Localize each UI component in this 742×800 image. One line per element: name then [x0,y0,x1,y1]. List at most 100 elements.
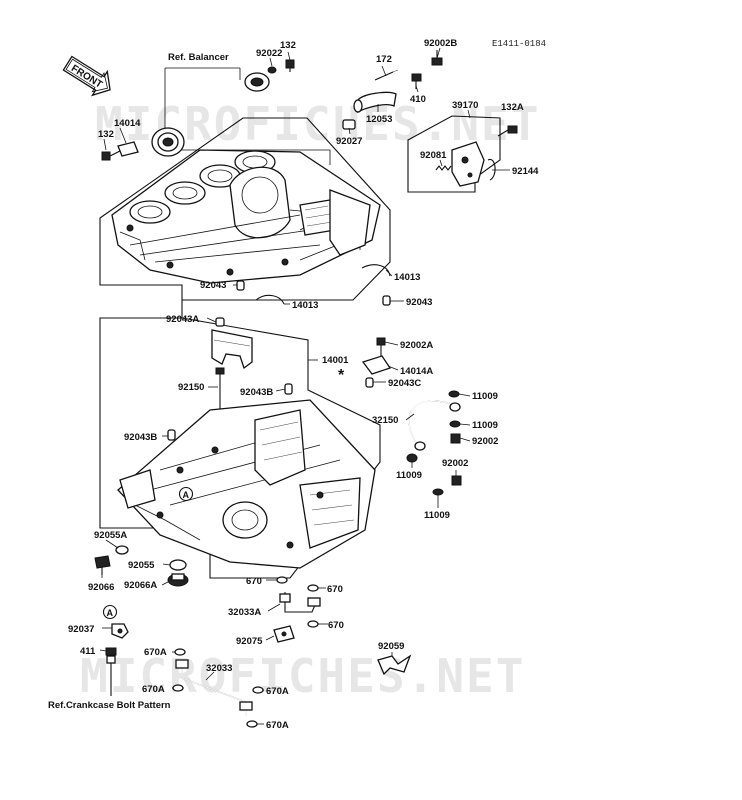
oring-92055 [169,559,187,571]
dowel-92043B-upper [284,383,293,395]
watermark-bottom: MICROFICHES.NET [80,649,525,703]
breather-pipe-12053 [353,91,397,114]
bolt-132-left [101,150,121,161]
label-92002-b: 92002 [442,458,468,469]
plug-92066A [167,573,189,587]
bracket-92075 [273,625,295,643]
plate-14014 [117,141,139,157]
label-92043A: 92043A [166,314,199,325]
oring-670A-2 [172,684,184,692]
label-14014: 14014 [114,118,141,129]
spring-92081 [435,165,452,171]
oil-pipe-32033 [175,659,253,716]
label-92043B-a: 92043B [240,387,273,398]
main-bearing-cap [211,317,253,370]
label-92043B-b: 92043B [124,432,157,443]
front-arrow-icon: FRONT [62,55,111,97]
label-92144: 92144 [512,166,539,177]
label-172: 172 [376,54,392,65]
oring-670A-1 [174,648,186,656]
part-labels: 132 92022 172 92002B 410 14014 132 12053… [48,38,539,731]
bolt-92150 [215,367,225,410]
pin-172 [374,69,399,81]
label-39170: 39170 [452,100,478,111]
svg-text:A: A [183,490,190,500]
washer-92055A [115,545,129,555]
label-32150: 32150 [372,415,398,426]
clamp-92037 [111,623,129,639]
upper-crankcase-body [111,149,381,284]
oring-670-a [276,576,288,584]
oring-670A-3 [252,686,264,694]
marker-a-bolt: A [102,604,118,620]
plate-14014A [361,355,392,375]
label-32033: 32033 [206,663,232,674]
dowel-92043-right [382,295,391,306]
label-670-a: 670 [246,576,262,587]
bolt-132-top [285,59,295,72]
bushing-92027 [342,119,356,130]
marker-a-case: A [178,486,194,502]
bolt-92002A [376,337,386,356]
clip-92144 [487,158,496,181]
label-92037: 92037 [68,624,94,635]
label-670-b: 670 [327,584,343,595]
label-410: 410 [410,94,426,105]
label-11009-d: 11009 [424,510,450,521]
label-14013-b: 14013 [394,272,420,283]
label-670A-b: 670A [142,684,165,695]
dowel-92043-left [236,280,245,291]
ref-balancer-note: Ref. Balancer [168,52,229,63]
plug-92066 [94,555,111,575]
label-92066A: 92066A [124,580,157,591]
label-14014A: 14014A [400,366,433,377]
label-92002B: 92002B [424,38,457,49]
bolt-92002-2 [451,475,462,486]
bolt-92002-1 [450,433,461,444]
label-132-top: 132 [280,40,296,51]
oring-11009-3 [406,453,418,463]
label-11009-b: 11009 [472,420,498,431]
balancer-bearing [151,127,185,157]
label-92066: 92066 [88,582,114,593]
bearing-insert-14013-left [255,294,285,305]
breather-cover-callout [407,115,501,193]
label-14001: 14001 [322,355,349,366]
oring-11009-1 [448,390,460,398]
diagram-code: E1411-0184 [492,39,546,49]
label-92043C: 92043C [388,378,421,389]
label-92027: 92027 [336,136,362,147]
label-92043-a: 92043 [200,280,226,291]
oil-pipe-32150 [408,400,461,451]
oring-670-c [307,620,319,628]
label-670A-a: 670A [144,647,167,658]
label-12053: 12053 [366,114,392,125]
bolt-411 [105,647,117,696]
label-92081: 92081 [420,150,447,161]
leader-lines [99,47,510,725]
lower-crankcase-body [117,399,376,569]
label-14013-a: 14013 [292,300,318,311]
asterisk-mark: * [338,367,345,384]
balancer-bushing [244,72,270,92]
oring-11009-4 [432,488,444,496]
label-92022: 92022 [256,48,282,59]
label-92150: 92150 [178,382,204,393]
label-92043-b: 92043 [406,297,432,308]
label-670A-c: 670A [266,686,289,697]
label-32033A: 32033A [228,607,261,618]
bracket-92059 [377,654,412,676]
label-132A: 132A [501,102,524,113]
lower-crankcase-outline [99,300,381,579]
oil-pipe-32033A [279,592,321,613]
label-11009-a: 11009 [472,391,498,402]
label-132-left: 132 [98,129,114,140]
bolt-132A [497,125,518,137]
oring-670-b [307,584,319,592]
oring-670A-4 [246,720,258,728]
washer-92022 [267,66,277,74]
label-670-c: 670 [328,620,344,631]
label-11009-c: 11009 [396,470,422,481]
oring-11009-2 [449,420,461,428]
